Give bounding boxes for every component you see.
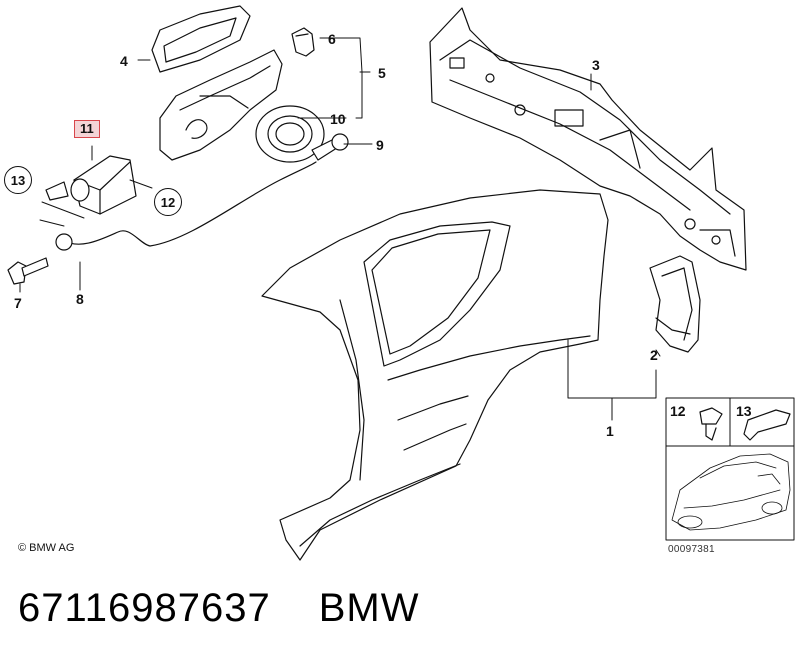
- brand-name: BMW: [318, 586, 420, 630]
- bracket-part: [649, 255, 701, 353]
- inset-clip-12: [699, 407, 723, 441]
- part-number: 67116987637: [18, 586, 271, 630]
- image-id: 00097381: [668, 544, 715, 555]
- leader-lines: [19, 37, 661, 421]
- filler-ring-part: [255, 105, 325, 163]
- inset-clip-13: [743, 409, 791, 441]
- highlighted-label-11[interactable]: 11: [74, 120, 100, 138]
- inset-label-13: 13: [736, 403, 752, 419]
- label-6: 6: [328, 31, 336, 47]
- inset-label-12: 12: [670, 403, 686, 419]
- label-10: 10: [330, 111, 346, 127]
- clip-part: [291, 27, 315, 57]
- label-2: 2: [650, 347, 658, 363]
- bolt-part: [311, 133, 349, 161]
- fuel-filler-housing-part: [159, 49, 283, 161]
- expansion-rivet-part: [7, 257, 49, 285]
- label-4: 4: [120, 53, 128, 69]
- label-9: 9: [376, 137, 384, 153]
- side-panel-part: [261, 189, 609, 561]
- actuator-part: [45, 155, 137, 215]
- circled-label-13: 13: [4, 166, 32, 194]
- label-8: 8: [76, 291, 84, 307]
- label-3: 3: [592, 57, 600, 73]
- cable-part: [61, 161, 317, 247]
- label-5: 5: [378, 65, 386, 81]
- label-7: 7: [14, 295, 22, 311]
- caption: 67116987637 BMW: [18, 586, 468, 631]
- circled-label-12: 12: [154, 188, 182, 216]
- inner-panel-part: [429, 7, 747, 271]
- car-sketch: [671, 453, 791, 531]
- label-1: 1: [606, 423, 614, 439]
- fuel-flap-part: [151, 5, 251, 73]
- copyright-text: © BMW AG: [18, 542, 75, 554]
